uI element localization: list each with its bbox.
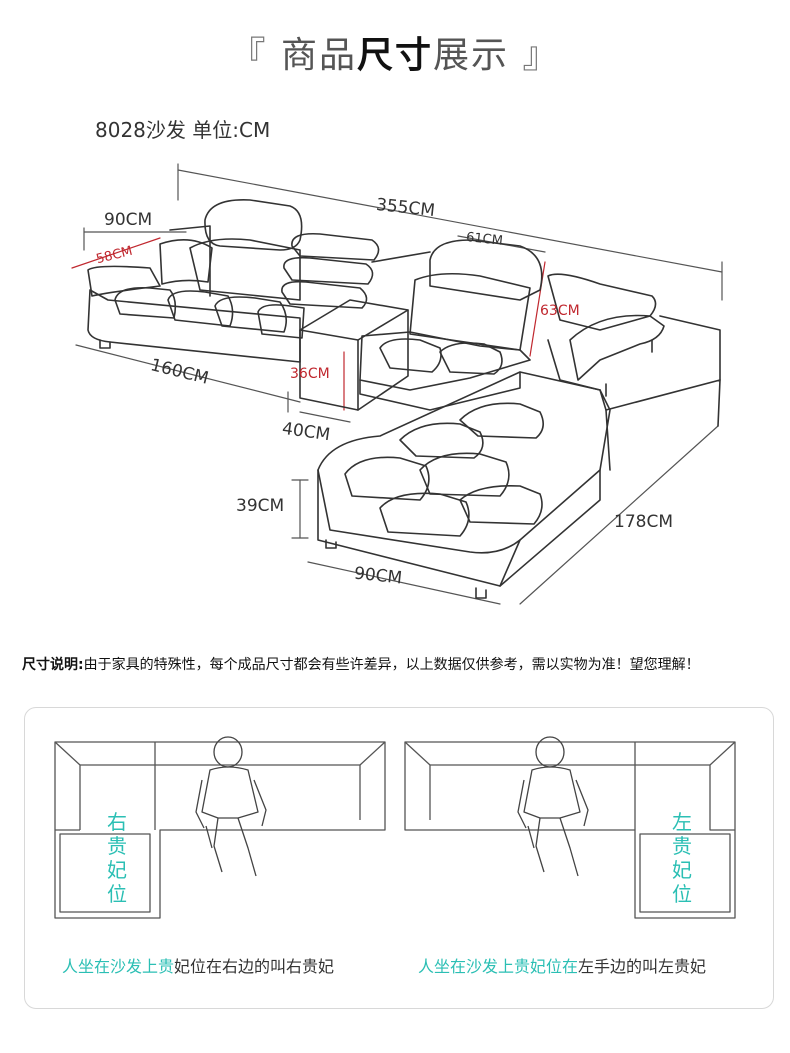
vlabel-char: 贵 (672, 834, 692, 858)
bracket-right: 』 (522, 35, 561, 76)
vlabel-char: 妃 (672, 858, 692, 882)
left-chaise-vertical-label: 左 贵 妃 位 (670, 810, 694, 906)
right-sofa-outline (404, 741, 736, 919)
right-chaise-vertical-label: 右 贵 妃 位 (105, 810, 129, 906)
vlabel-char: 左 (672, 810, 692, 834)
bracket-left: 『 (229, 35, 268, 76)
vlabel-char: 右 (107, 810, 127, 834)
size-note: 尺寸说明:由于家具的特殊性，每个成品尺寸都会有些许差异，以上数据仅供参考，需以实… (22, 654, 700, 674)
dim-39: 39CM (236, 496, 285, 516)
chaise-guide-panel (24, 707, 774, 1009)
dim-178: 178CM (614, 512, 673, 532)
title-part-a: 商品 (280, 35, 357, 76)
dimension-lines (75, 163, 723, 605)
vlabel-char: 位 (672, 882, 692, 906)
vlabel-char: 妃 (107, 858, 127, 882)
sofa-dimension-drawing (71, 163, 723, 605)
size-note-label: 尺寸说明: (22, 657, 84, 673)
left-sofa-outline (54, 741, 386, 919)
caption-teal: 人坐在沙发上贵妃位在 (418, 957, 579, 976)
dim-63: 63CM (540, 303, 580, 319)
left-chaise-caption: 人坐在沙发上贵妃位在左手边的叫左贵妃 (418, 953, 706, 977)
seated-person-left (195, 736, 267, 877)
page-title: 『 商品尺寸展示 』 (0, 26, 790, 78)
dim-36: 36CM (290, 366, 330, 382)
title-part-b: 尺寸 (356, 35, 433, 76)
title-part-c: 展示 (433, 35, 510, 76)
caption-dark: 左手边的叫左贵妃 (578, 957, 707, 976)
caption-dark: 妃位在右边的叫右贵妃 (174, 957, 335, 976)
vlabel-char: 位 (107, 882, 127, 906)
size-note-text: 由于家具的特殊性，每个成品尺寸都会有些许差异，以上数据仅供参考，需以实物为准！望… (83, 657, 700, 673)
caption-teal: 人坐在沙发上贵 (62, 957, 175, 976)
seated-person-right (517, 736, 589, 877)
dim-90-top: 90CM (104, 210, 153, 230)
model-label: 8028沙发 单位:CM (95, 118, 271, 142)
right-chaise-caption: 人坐在沙发上贵妃位在右边的叫右贵妃 (62, 953, 334, 977)
vlabel-char: 贵 (107, 834, 127, 858)
